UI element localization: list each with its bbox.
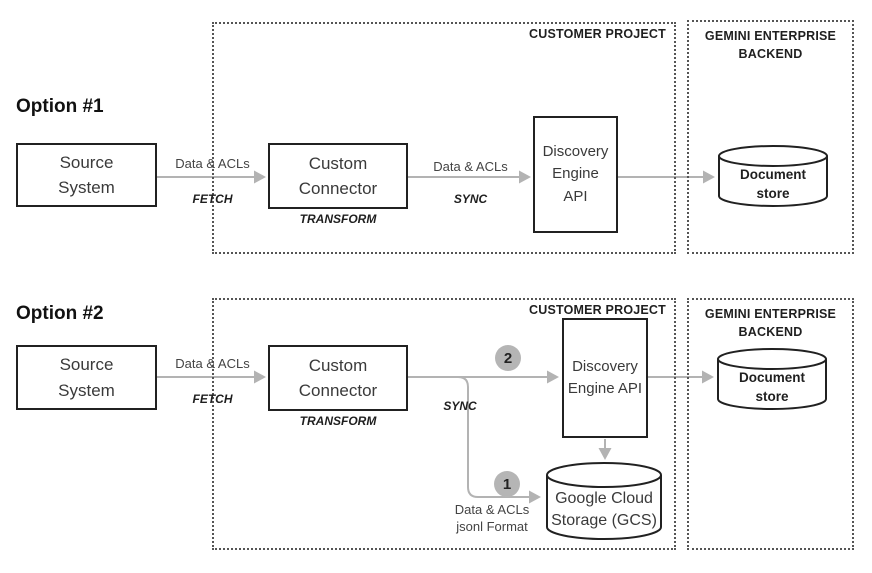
transform-verb-1: TRANSFORM — [299, 212, 377, 226]
source-system-node-2: Source System — [16, 345, 157, 410]
sync-verb-2: SYNC — [443, 399, 477, 413]
source-system-node-1: Source System — [16, 143, 157, 207]
customer-project-label-2: CUSTOMER PROJECT — [528, 303, 666, 317]
fetch-data-label-1: Data & ACLs — [175, 156, 250, 171]
document-store-cylinder-2: Document store — [716, 347, 828, 411]
gemini-backend-label-1: GEMINI ENTERPRISE BACKEND — [704, 29, 837, 62]
discovery-engine-api-node-1: Discovery Engine API — [533, 116, 618, 233]
cylinder-icon — [546, 462, 662, 540]
custom-connector-node-1: Custom Connector — [268, 143, 408, 209]
customer-project-zone-2: CUSTOMER PROJECT — [212, 298, 676, 550]
document-store-label-1: Document store — [739, 167, 806, 201]
transform-verb-2: TRANSFORM — [299, 414, 377, 428]
fetch-verb-1: FETCH — [192, 192, 233, 206]
fetch-verb-2: FETCH — [192, 392, 233, 406]
cylinder-icon — [717, 348, 827, 410]
google-cloud-storage-cylinder: Google Cloud Storage (GCS) — [545, 461, 663, 541]
option1-heading: Option #1 — [16, 96, 104, 117]
gcs-data-acls-label: Data & ACLs — [454, 502, 530, 517]
fetch-data-label-2: Data & ACLs — [175, 356, 250, 371]
sync-verb-1: SYNC — [453, 192, 488, 206]
gemini-backend-label-2: GEMINI ENTERPRISE BACKEND — [704, 307, 837, 340]
discovery-engine-api-node-2: Discovery Engine API — [562, 318, 648, 438]
customer-project-zone-1: CUSTOMER PROJECT — [212, 22, 676, 254]
option2-heading: Option #2 — [16, 303, 104, 324]
gcs-label: Google Cloud Storage (GCS) — [551, 490, 657, 529]
sync-data-label-1: Data & ACLs — [433, 159, 508, 174]
gcs-jsonl-format-label: jsonl Format — [456, 519, 528, 534]
cylinder-icon — [718, 145, 828, 207]
gemini-backend-zone-2: GEMINI ENTERPRISE BACKEND — [687, 298, 854, 550]
step-1-badge: 1 — [494, 471, 520, 497]
custom-connector-node-2: Custom Connector — [268, 345, 408, 411]
customer-project-label-1: CUSTOMER PROJECT — [528, 27, 666, 41]
document-store-label-2: Document store — [738, 370, 805, 404]
gemini-backend-zone-1: GEMINI ENTERPRISE BACKEND — [687, 20, 854, 254]
step-2-badge: 2 — [495, 345, 521, 371]
document-store-cylinder-1: Document store — [717, 144, 829, 208]
